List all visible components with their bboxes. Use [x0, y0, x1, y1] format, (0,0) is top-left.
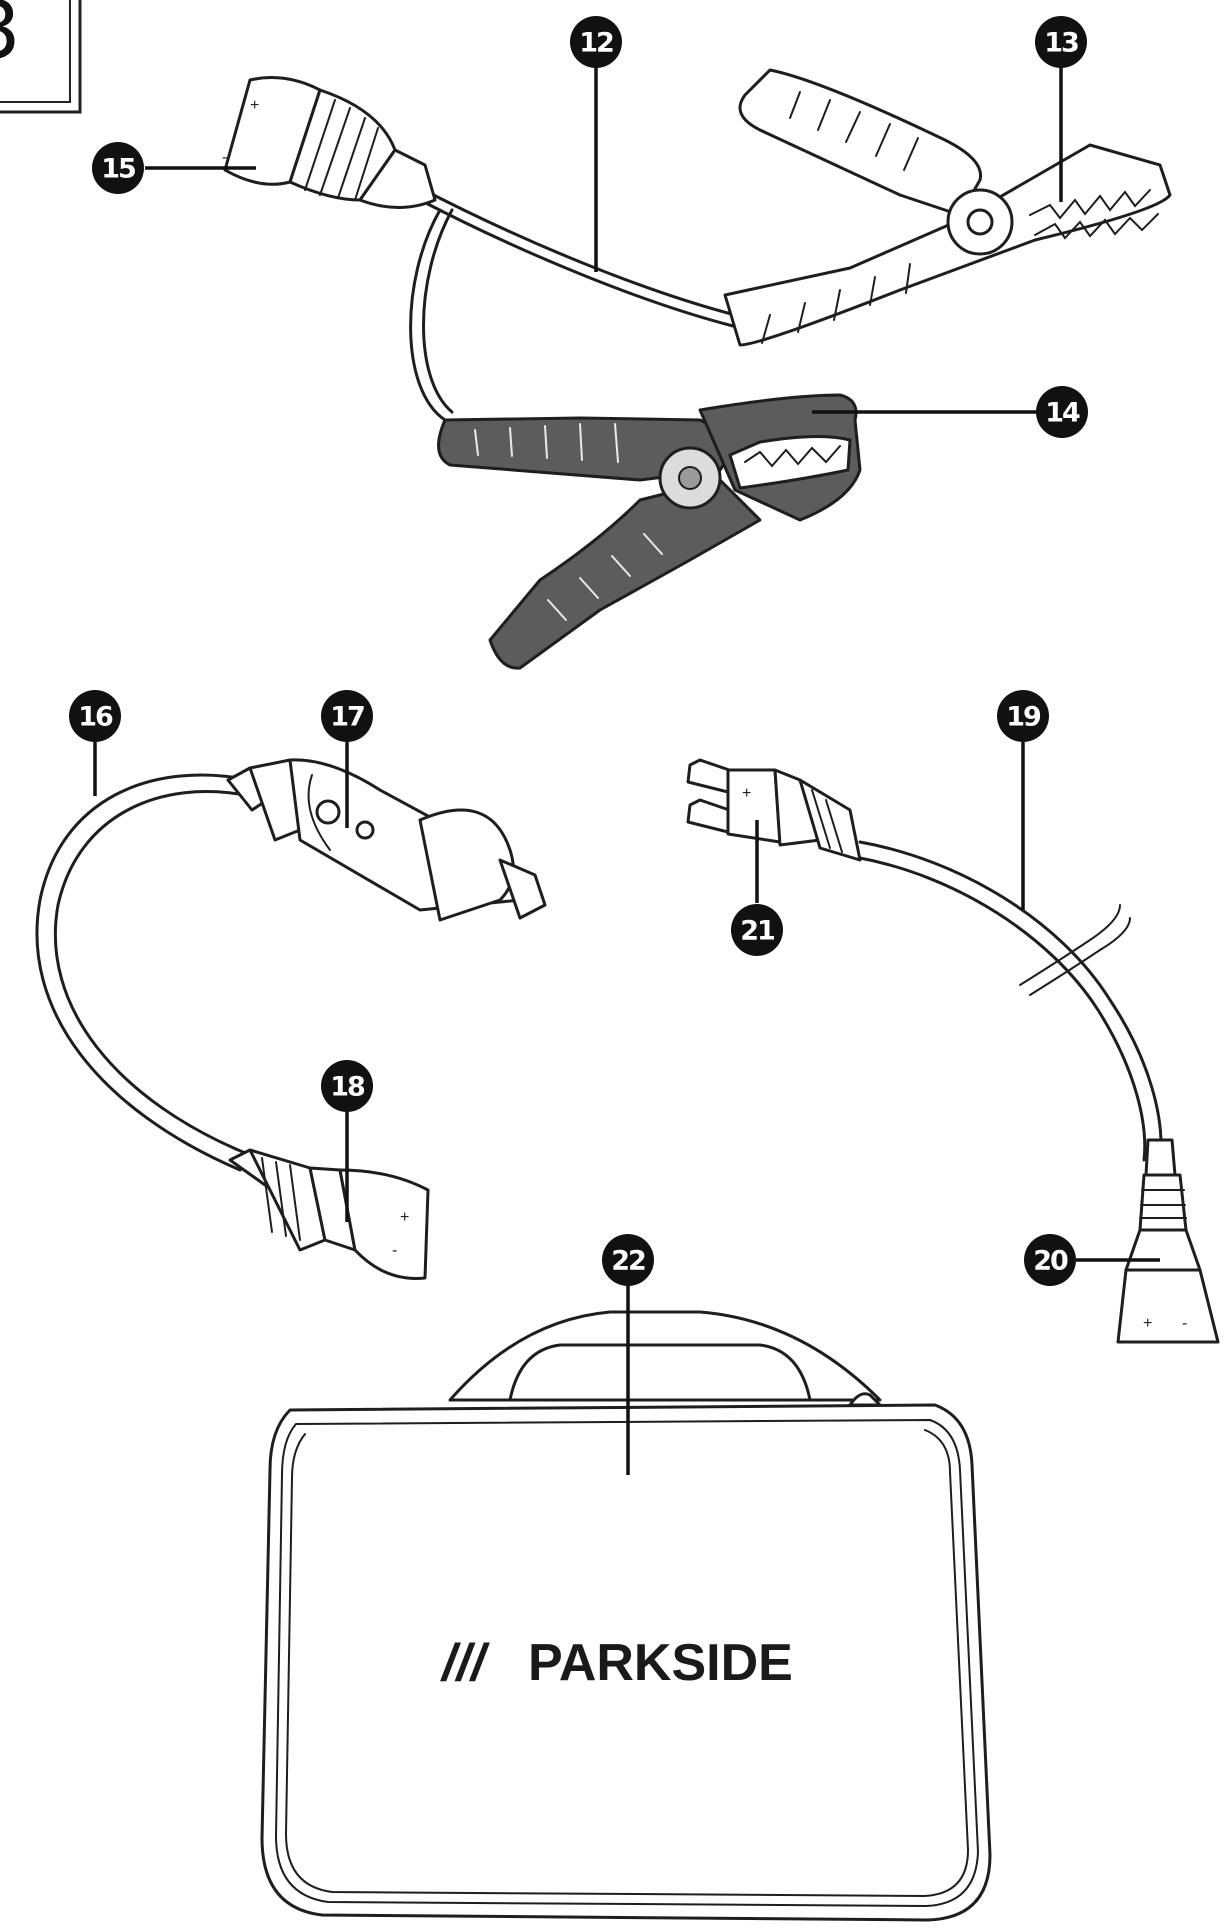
svg-text:21: 21	[740, 916, 774, 947]
eco-socket-connector-20: + -	[1116, 1138, 1220, 1344]
callout-13: 13	[1035, 16, 1087, 68]
red-clamp	[723, 68, 1172, 347]
black-clamp	[437, 393, 862, 670]
callout-16: 16	[69, 690, 121, 742]
callout-17: 17	[321, 690, 373, 742]
svg-text:14: 14	[1045, 398, 1080, 429]
callouts: 12 13 14 15 16 17 18 19	[69, 16, 1088, 1286]
ec5-plug-connector: +	[686, 758, 862, 862]
callout-20: 20	[1024, 1234, 1076, 1286]
minus-label-20: -	[1182, 1315, 1187, 1332]
brand-mark: ///	[440, 1634, 491, 1692]
callout-22: 22	[602, 1234, 654, 1286]
callout-19: 19	[997, 690, 1049, 742]
lighter-socket-connector: + -	[228, 1148, 430, 1280]
svg-text:15: 15	[101, 154, 135, 185]
svg-text:18: 18	[330, 1072, 365, 1103]
storage-bag	[260, 1310, 992, 1922]
figure-label: 3	[0, 0, 21, 77]
usb-adapter-cable	[858, 840, 1163, 1162]
plus-label-21: +	[742, 785, 751, 802]
eco-socket-connector: + -	[222, 76, 437, 209]
callout-12: 12	[570, 16, 622, 68]
cigarette-adapter-cable	[35, 773, 252, 1172]
svg-text:22: 22	[611, 1246, 645, 1277]
svg-text:12: 12	[579, 28, 613, 59]
svg-text:13: 13	[1044, 28, 1078, 59]
plus-label-18: +	[400, 1209, 409, 1226]
cigarette-lighter-plug	[226, 758, 547, 922]
svg-text:17: 17	[330, 702, 364, 733]
callout-15: 15	[92, 142, 144, 194]
callout-21: 21	[731, 904, 783, 956]
leader-lines	[93, 64, 1160, 1475]
jump-lead-cable-assembly	[409, 186, 737, 422]
minus-label-18: -	[392, 1242, 397, 1259]
parkside-logo: /// PARKSIDE	[440, 1634, 793, 1692]
callout-18: 18	[321, 1060, 373, 1112]
svg-text:20: 20	[1033, 1246, 1068, 1277]
figure-label-box: 3	[0, 0, 82, 114]
callout-14: 14	[1036, 386, 1088, 438]
brand-name: PARKSIDE	[528, 1634, 793, 1692]
svg-text:19: 19	[1006, 702, 1041, 733]
plus-label-20: +	[1143, 1315, 1152, 1332]
svg-text:16: 16	[78, 702, 113, 733]
minus-label: -	[222, 149, 227, 166]
plus-label: +	[250, 97, 259, 114]
